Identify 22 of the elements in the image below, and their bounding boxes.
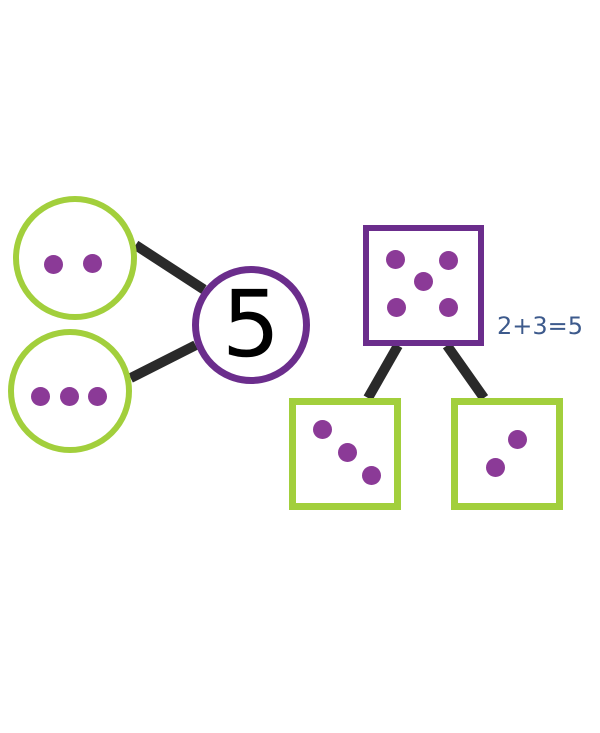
dot-icon xyxy=(312,420,332,438)
dot-icon xyxy=(362,466,380,484)
whole-circle: 5 xyxy=(192,266,310,384)
dot-icon xyxy=(30,386,50,406)
dot-icon xyxy=(508,430,526,448)
dot-icon xyxy=(338,442,356,462)
dot-icon xyxy=(438,298,458,316)
whole-square xyxy=(362,224,484,346)
connector-line xyxy=(128,340,198,383)
dot-icon xyxy=(486,458,504,476)
dot-icon xyxy=(438,250,458,270)
dot-icon xyxy=(88,386,106,406)
part-square xyxy=(289,398,401,510)
part-square xyxy=(451,398,563,510)
dot-icon xyxy=(414,272,432,290)
connector-line xyxy=(364,343,402,400)
dot-icon xyxy=(386,250,404,268)
dot-icon xyxy=(386,298,406,316)
equation-label: 2+3=5 xyxy=(497,312,584,340)
dot-icon xyxy=(60,386,78,406)
dot-icon xyxy=(44,254,62,274)
dot-icon xyxy=(82,254,102,272)
